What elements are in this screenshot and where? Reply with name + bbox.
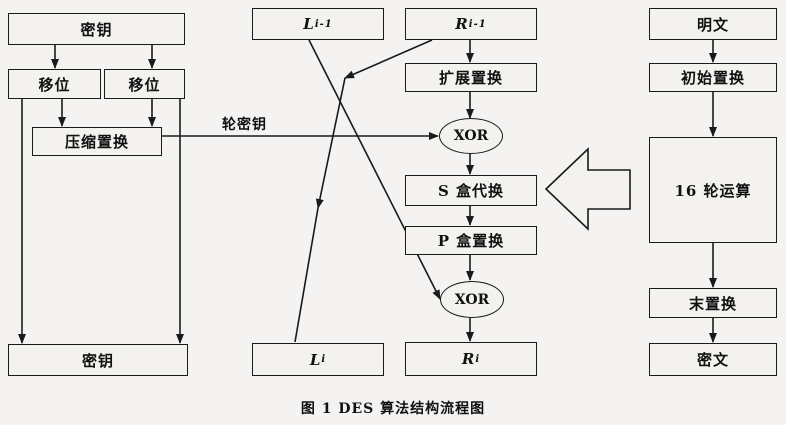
key-top-box: 密钥 xyxy=(8,13,185,45)
xor-top-node: XOR xyxy=(439,118,503,154)
xor-bottom-label: XOR xyxy=(454,291,490,308)
final-perm-box: 末置换 xyxy=(649,288,777,318)
r-out-var: R xyxy=(461,350,476,368)
r-prev-var: R xyxy=(455,15,469,33)
shift-right-label: 移位 xyxy=(128,75,161,94)
compress-perm-box: 压缩置换 xyxy=(32,127,162,156)
ciphertext-box: 密文 xyxy=(649,343,777,376)
rounds-box: 16 轮运算 xyxy=(649,137,777,243)
shift-right-box: 移位 xyxy=(104,69,185,99)
expansion-perm-box: 扩展置换 xyxy=(405,63,537,92)
initial-perm-label: 初始置换 xyxy=(680,69,745,87)
line-r-prev-to-cross xyxy=(344,39,433,79)
l-prev-var: L xyxy=(303,15,315,33)
p-box-label: P 盒置换 xyxy=(437,232,505,250)
s-box-label: S 盒代换 xyxy=(437,182,505,200)
expansion-perm-label: 扩展置换 xyxy=(438,69,503,87)
rounds-label: 16 轮运算 xyxy=(674,181,752,200)
shift-left-label: 移位 xyxy=(38,75,71,94)
p-box-box: P 盒置换 xyxy=(405,226,537,255)
initial-perm-box: 初始置换 xyxy=(649,63,777,92)
round-key-label: 轮密钥 xyxy=(222,117,267,133)
plaintext-label: 明文 xyxy=(696,15,729,34)
arrow-l-prev-to-xor xyxy=(308,39,441,300)
r-prev-sub: i-1 xyxy=(468,18,487,30)
plaintext-box: 明文 xyxy=(649,8,777,40)
l-prev-sub: i-1 xyxy=(314,18,333,30)
l-out-var: L xyxy=(309,350,322,369)
shift-left-box: 移位 xyxy=(8,69,101,99)
line-cross-to-l-out-bottom xyxy=(294,207,319,343)
l-out-sub: i xyxy=(321,354,327,365)
ciphertext-label: 密文 xyxy=(696,351,729,369)
final-perm-label: 末置换 xyxy=(688,294,737,313)
r-out-sub: i xyxy=(475,353,481,365)
compress-perm-label: 压缩置换 xyxy=(64,133,129,151)
figure-caption: 图 1 DES 算法结构流程图 xyxy=(300,401,486,417)
key-top-label: 密钥 xyxy=(80,20,113,39)
hollow-left-arrow-icon xyxy=(544,147,631,231)
s-box-box: S 盒代换 xyxy=(405,175,537,206)
xor-bottom-node: XOR xyxy=(440,281,504,318)
key-bottom-box: 密钥 xyxy=(8,344,188,376)
xor-top-label: XOR xyxy=(453,128,489,144)
arrow-cross-to-l-out xyxy=(315,77,346,209)
key-bottom-label: 密钥 xyxy=(81,351,114,370)
